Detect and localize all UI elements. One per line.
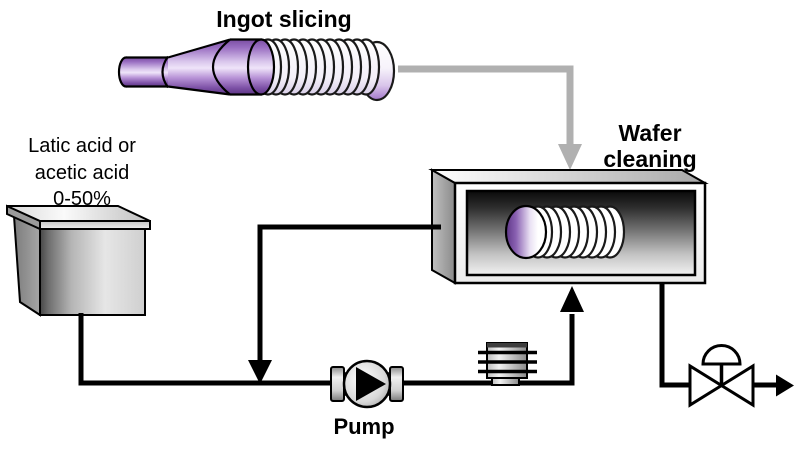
bath-drain-pipe	[659, 284, 691, 388]
tank-lid-front-lip	[39, 220, 151, 230]
tank-label-line1: Latic acid or	[28, 135, 136, 157]
filter-top-rim	[487, 343, 527, 348]
ingot-body-outline	[230, 38, 262, 96]
acid-tank: Latic acid or acetic acid 0-50%	[6, 135, 151, 317]
pipe-arrow-right-outlet	[776, 374, 794, 397]
ingot-to-cleaning-flow	[398, 65, 582, 170]
control-valve-unit	[688, 344, 755, 408]
wafer-cleaning-label-line1: Wafer	[618, 120, 681, 146]
pump-flange-right	[389, 366, 404, 402]
pipe-arrow-up-into-bath	[560, 286, 584, 312]
ingot-seed-junction-arc	[161, 55, 169, 89]
ingot-seed-body	[126, 57, 168, 87]
ingot-cone-junction-arc	[212, 38, 231, 96]
ingot-cone-outline	[167, 38, 231, 96]
bath-ingot-end	[504, 204, 548, 260]
pump-impeller-triangle	[356, 367, 386, 401]
valve-actuator-dome	[701, 344, 742, 366]
supply-pipe	[78, 313, 575, 386]
pump-label: Pump	[333, 414, 394, 439]
ingot-slicing-label: Ingot slicing	[216, 6, 351, 32]
recirculation-pipe	[257, 224, 441, 362]
valve-body-left	[688, 363, 725, 408]
pipe-arrow-down-junction	[248, 360, 272, 384]
wafer-cleaning-label-line2: cleaning	[603, 146, 696, 172]
filter-base	[491, 377, 520, 386]
tank-label-line2: acetic acid	[35, 162, 130, 184]
ingot-wafer-stack	[253, 38, 381, 96]
transfer-arrow-head	[558, 144, 582, 170]
inline-filter-unit	[478, 342, 537, 386]
pump-flange-left	[330, 366, 345, 402]
tank-front-face	[39, 228, 146, 316]
ingot-slicing-unit: Ingot slicing	[117, 6, 396, 102]
wafer-cleaning-bath: Wafer cleaning	[428, 120, 709, 285]
ingot-body-cap	[246, 38, 276, 96]
transfer-arrow-line	[398, 65, 574, 146]
tank-label-line3: 0-50%	[53, 188, 111, 210]
ingot-seed-outline	[126, 56, 168, 88]
valve-body-right	[718, 363, 755, 408]
filter-plates	[478, 350, 537, 374]
piping	[78, 224, 777, 388]
tank-side-face	[12, 214, 41, 317]
pump-unit: Pump	[330, 359, 404, 439]
